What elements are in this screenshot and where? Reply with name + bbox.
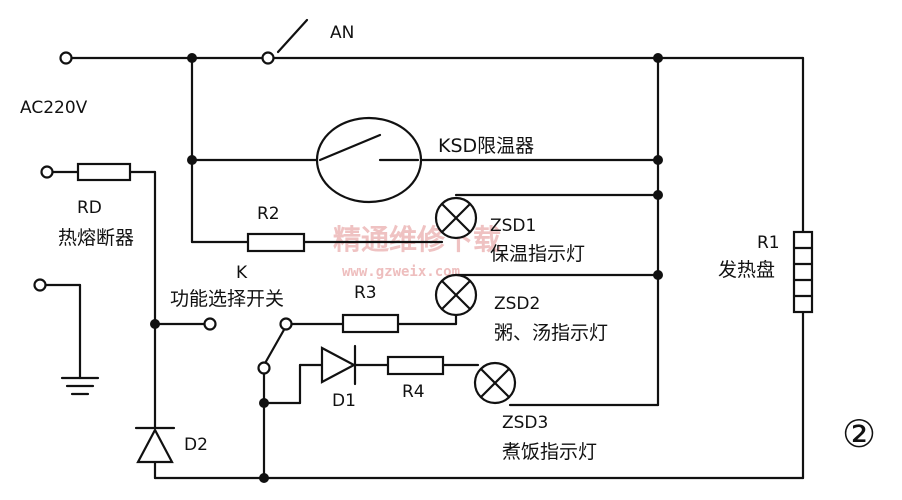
label-r2: R2 [257, 204, 280, 224]
label-rd: RD [77, 198, 102, 218]
lamp-zsd3 [473, 361, 517, 405]
label-zsd3: ZSD3 [502, 413, 548, 433]
label-r3: R3 [354, 283, 377, 303]
resistor-r4 [386, 355, 445, 376]
label-zsd2: ZSD2 [494, 294, 540, 314]
label-ksd: KSD限温器 [438, 135, 534, 157]
watermark-text: 精通维修下载 [333, 223, 501, 256]
terminals [33, 51, 293, 375]
lamp-zsd2 [434, 273, 478, 317]
heating-element-r1 [792, 230, 814, 314]
label-zsd2-desc: 粥、汤指示灯 [494, 322, 608, 344]
label-k-desc: 功能选择开关 [170, 288, 284, 310]
label-k: K [236, 263, 248, 283]
lamp-zsd1 [434, 196, 478, 240]
label-r4: R4 [402, 382, 425, 402]
label-d1: D1 [332, 391, 356, 411]
label-r1: R1 [757, 233, 780, 253]
wiring [38, 56, 805, 480]
label-rd-desc: 热熔断器 [58, 227, 134, 249]
diode-d1 [320, 344, 357, 386]
ksd-thermostat [315, 116, 423, 204]
label-an: AN [330, 23, 354, 43]
label-zsd1-desc: 保温指示灯 [490, 243, 585, 265]
rd-fuse [76, 162, 132, 182]
label-r1-desc: 发热盘 [718, 259, 775, 281]
junctions [150, 53, 663, 483]
figure-number: ② [842, 412, 876, 456]
label-d2: D2 [184, 435, 208, 455]
label-zsd3-desc: 煮饭指示灯 [502, 441, 597, 463]
watermark-url: www.gzweix.com [342, 264, 460, 280]
label-zsd1: ZSD1 [490, 216, 536, 236]
resistor-r2 [246, 232, 306, 253]
label-ac220v: AC220V [20, 98, 88, 118]
resistor-r3 [341, 313, 400, 334]
an-switch [276, 18, 309, 54]
diode-d2 [134, 426, 176, 464]
